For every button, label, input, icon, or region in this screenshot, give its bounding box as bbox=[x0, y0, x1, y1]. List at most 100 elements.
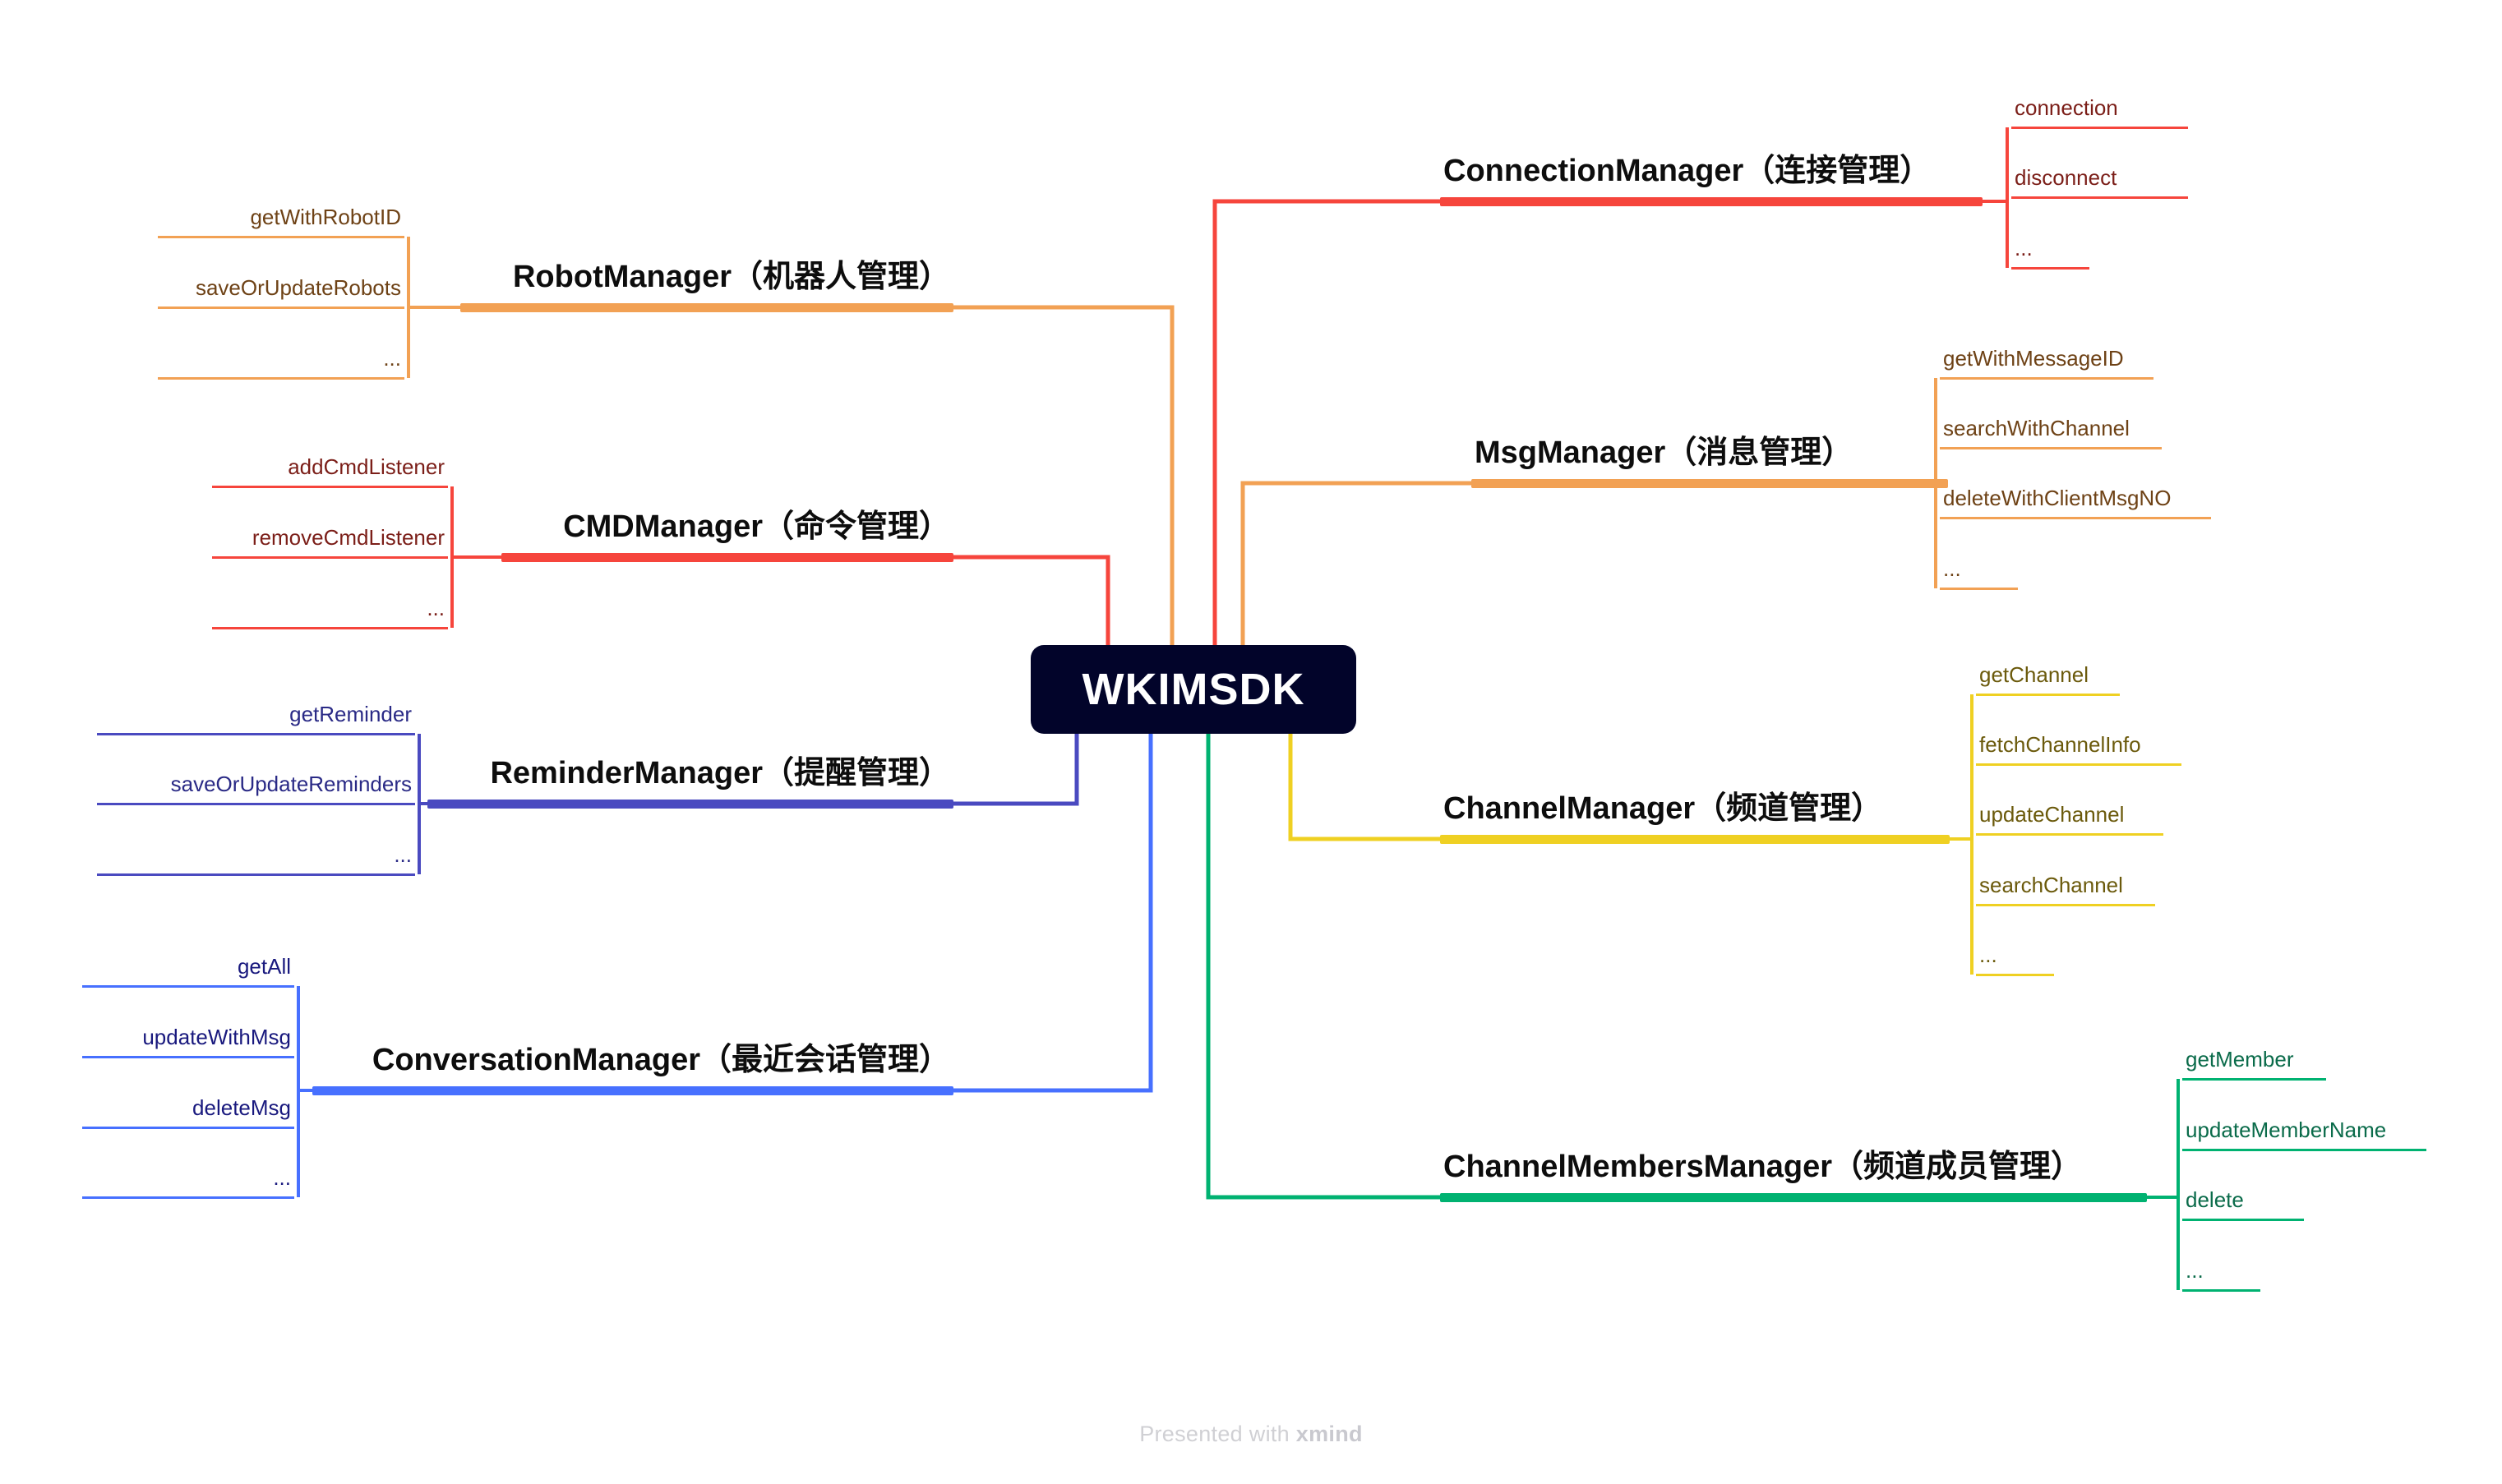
connector-connection-manager bbox=[1212, 199, 1440, 645]
leaf-channel-members-manager-1[interactable]: updateMemberName bbox=[2182, 1118, 2426, 1151]
leaf-conversation-manager-2[interactable]: deleteMsg bbox=[82, 1095, 294, 1129]
leaf-robot-manager-1[interactable]: saveOrUpdateRobots bbox=[158, 275, 404, 309]
leaf-label-connection-manager-2: ... bbox=[2015, 236, 2033, 260]
leaf-reminder-manager-2[interactable]: ... bbox=[97, 842, 415, 876]
leaf-label-cmd-manager-2: ... bbox=[427, 596, 445, 620]
leaf-underline-cmd-manager-2 bbox=[212, 626, 448, 629]
leaf-underline-conversation-manager-1 bbox=[82, 1055, 294, 1058]
branch-conversation-manager[interactable]: ConversationManager（最近会话管理） bbox=[312, 1043, 953, 1095]
leaf-underline-robot-manager-0 bbox=[158, 235, 404, 238]
connector-channel-manager bbox=[1288, 734, 1440, 841]
leaf-label-channel-members-manager-0: getMember bbox=[2186, 1047, 2294, 1072]
leaf-underline-msg-manager-1 bbox=[1940, 446, 2162, 449]
leaf-robot-manager-0[interactable]: getWithRobotID bbox=[158, 205, 404, 238]
leaf-label-conversation-manager-2: deleteMsg bbox=[192, 1095, 291, 1120]
connector-cmd-manager bbox=[953, 555, 1110, 645]
leaf-label-conversation-manager-0: getAll bbox=[237, 954, 291, 979]
leaf-underline-cmd-manager-1 bbox=[212, 555, 448, 559]
leaf-channel-members-manager-3[interactable]: ... bbox=[2182, 1258, 2260, 1292]
leaf-underline-connection-manager-2 bbox=[2011, 266, 2089, 270]
leaf-label-reminder-manager-1: saveOrUpdateReminders bbox=[170, 772, 412, 796]
leaf-label-robot-manager-0: getWithRobotID bbox=[250, 205, 401, 229]
leaf-msg-manager-1[interactable]: searchWithChannel bbox=[1940, 416, 2162, 449]
leaf-label-channel-manager-1: fetchChannelInfo bbox=[1979, 732, 2141, 757]
leaf-msg-manager-3[interactable]: ... bbox=[1940, 556, 2018, 590]
branch-underline-robot-manager bbox=[460, 302, 953, 312]
branch-underline-conversation-manager bbox=[312, 1085, 953, 1095]
branch-underline-cmd-manager bbox=[501, 552, 953, 562]
leaf-cmd-manager-0[interactable]: addCmdListener bbox=[212, 454, 448, 488]
leaf-cmd-manager-1[interactable]: removeCmdListener bbox=[212, 525, 448, 559]
leaf-underline-reminder-manager-0 bbox=[97, 732, 415, 735]
leaf-underline-channel-manager-4 bbox=[1976, 973, 2054, 976]
leaf-channel-members-manager-0[interactable]: getMember bbox=[2182, 1047, 2326, 1081]
leaf-connection-manager-1[interactable]: disconnect bbox=[2011, 165, 2188, 199]
leaf-label-msg-manager-2: deleteWithClientMsgNO bbox=[1943, 486, 2172, 510]
root-node-label: WKIMSDK bbox=[1082, 665, 1305, 714]
leaf-channel-manager-3[interactable]: searchChannel bbox=[1976, 873, 2155, 906]
branch-reminder-manager[interactable]: ReminderManager（提醒管理） bbox=[427, 756, 953, 809]
root-node[interactable]: WKIMSDK bbox=[1031, 645, 1356, 734]
leaf-label-cmd-manager-1: removeCmdListener bbox=[252, 525, 445, 550]
leaf-label-channel-members-manager-1: updateMemberName bbox=[2186, 1118, 2387, 1142]
leaf-label-robot-manager-2: ... bbox=[383, 346, 401, 371]
leaf-underline-cmd-manager-0 bbox=[212, 485, 448, 488]
branch-msg-manager[interactable]: MsgManager（消息管理） bbox=[1471, 436, 1948, 488]
leaf-underline-channel-members-manager-0 bbox=[2182, 1077, 2326, 1081]
leaf-underline-channel-members-manager-3 bbox=[2182, 1288, 2260, 1292]
leaf-channel-manager-0[interactable]: getChannel bbox=[1976, 662, 2120, 696]
branch-title-msg-manager: MsgManager（消息管理） bbox=[1475, 436, 1853, 470]
leaf-label-robot-manager-1: saveOrUpdateRobots bbox=[195, 275, 401, 300]
branch-underline-msg-manager bbox=[1471, 478, 1948, 488]
leaf-underline-channel-manager-1 bbox=[1976, 763, 2181, 766]
leaf-robot-manager-2[interactable]: ... bbox=[158, 346, 404, 380]
leaf-underline-reminder-manager-1 bbox=[97, 802, 415, 805]
leaf-reminder-manager-1[interactable]: saveOrUpdateReminders bbox=[97, 772, 415, 805]
leaf-underline-connection-manager-0 bbox=[2011, 126, 2188, 129]
leaf-msg-manager-2[interactable]: deleteWithClientMsgNO bbox=[1940, 486, 2211, 519]
leaf-underline-channel-manager-2 bbox=[1976, 832, 2163, 836]
leaf-connection-manager-0[interactable]: connection bbox=[2011, 95, 2188, 129]
branch-underline-channel-members-manager bbox=[1440, 1192, 2147, 1202]
watermark-brand: xmind bbox=[1295, 1422, 1363, 1446]
leaf-underline-msg-manager-2 bbox=[1940, 516, 2211, 519]
leaf-label-msg-manager-1: searchWithChannel bbox=[1943, 416, 2130, 440]
leaf-label-msg-manager-3: ... bbox=[1943, 556, 1961, 581]
leaf-underline-msg-manager-0 bbox=[1940, 376, 2153, 380]
leaf-label-connection-manager-1: disconnect bbox=[2015, 165, 2117, 190]
branch-robot-manager[interactable]: RobotManager（机器人管理） bbox=[460, 260, 953, 312]
branch-title-cmd-manager: CMDManager（命令管理） bbox=[563, 509, 950, 544]
leaf-cmd-manager-2[interactable]: ... bbox=[212, 596, 448, 629]
leaf-underline-msg-manager-3 bbox=[1940, 587, 2018, 590]
branch-connection-manager[interactable]: ConnectionManager（连接管理） bbox=[1440, 154, 1983, 206]
branch-underline-connection-manager bbox=[1440, 196, 1983, 206]
leaf-channel-manager-4[interactable]: ... bbox=[1976, 942, 2054, 976]
leaf-label-conversation-manager-1: updateWithMsg bbox=[142, 1025, 291, 1049]
leaf-reminder-manager-0[interactable]: getReminder bbox=[97, 702, 415, 735]
leaf-label-connection-manager-0: connection bbox=[2015, 95, 2118, 120]
leaf-label-conversation-manager-3: ... bbox=[273, 1165, 291, 1190]
branch-underline-channel-manager bbox=[1440, 834, 1950, 844]
leaf-conversation-manager-1[interactable]: updateWithMsg bbox=[82, 1025, 294, 1058]
connector-reminder-manager bbox=[953, 734, 1079, 806]
branch-title-robot-manager: RobotManager（机器人管理） bbox=[512, 260, 950, 294]
leaf-underline-channel-manager-0 bbox=[1976, 693, 2120, 696]
leaf-underline-connection-manager-1 bbox=[2011, 196, 2188, 199]
branch-channel-members-manager[interactable]: ChannelMembersManager（频道成员管理） bbox=[1440, 1150, 2147, 1202]
branch-channel-manager[interactable]: ChannelManager（频道管理） bbox=[1440, 791, 1950, 844]
xmind-watermark: Presented with xmind bbox=[0, 1422, 2502, 1447]
leaf-conversation-manager-3[interactable]: ... bbox=[82, 1165, 294, 1199]
leaf-channel-manager-2[interactable]: updateChannel bbox=[1976, 802, 2163, 836]
branch-cmd-manager[interactable]: CMDManager（命令管理） bbox=[501, 509, 953, 562]
leaf-msg-manager-0[interactable]: getWithMessageID bbox=[1940, 346, 2153, 380]
leaf-underline-conversation-manager-3 bbox=[82, 1196, 294, 1199]
leaf-channel-manager-1[interactable]: fetchChannelInfo bbox=[1976, 732, 2181, 766]
leaf-channel-members-manager-2[interactable]: delete bbox=[2182, 1187, 2304, 1221]
leaf-underline-channel-manager-3 bbox=[1976, 903, 2155, 906]
leaf-underline-channel-members-manager-1 bbox=[2182, 1148, 2426, 1151]
leaf-connection-manager-2[interactable]: ... bbox=[2011, 236, 2089, 270]
leaf-underline-conversation-manager-2 bbox=[82, 1126, 294, 1129]
leaf-label-channel-members-manager-3: ... bbox=[2186, 1258, 2204, 1283]
leaf-conversation-manager-0[interactable]: getAll bbox=[82, 954, 294, 988]
connector-msg-manager bbox=[1240, 481, 1471, 645]
